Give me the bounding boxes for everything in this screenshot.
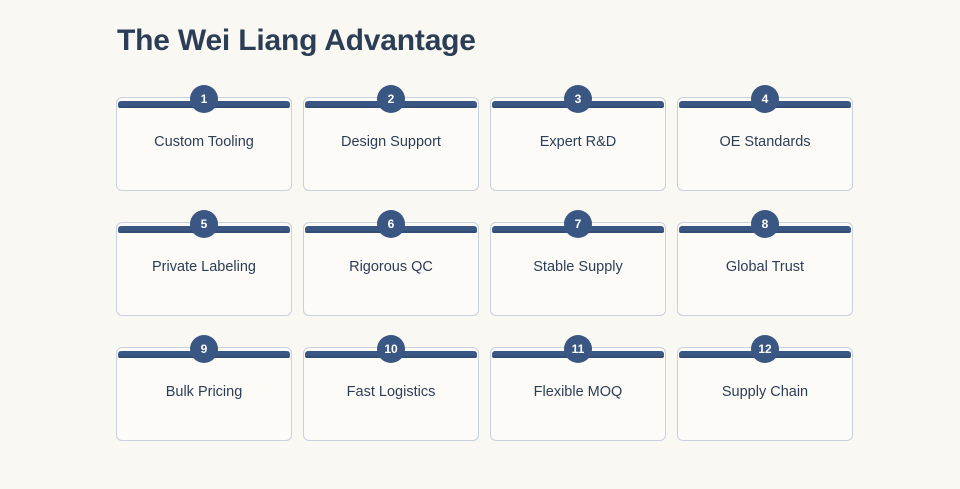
advantage-card[interactable]: 3 Expert R&D [490, 85, 666, 191]
advantage-card[interactable]: 10 Fast Logistics [303, 335, 479, 441]
card-label: Rigorous QC [349, 259, 433, 275]
card-number-badge: 6 [377, 210, 405, 238]
card-number-badge: 3 [564, 85, 592, 113]
card-label: Stable Supply [533, 259, 623, 275]
page-title: The Wei Liang Advantage [117, 24, 476, 57]
card-label: Private Labeling [152, 259, 256, 275]
advantage-card[interactable]: 7 Stable Supply [490, 210, 666, 316]
card-number-badge: 1 [190, 85, 218, 113]
card-number-badge: 2 [377, 85, 405, 113]
advantage-card-grid: 1 Custom Tooling 2 Design Support 3 Expe… [116, 85, 853, 441]
card-number-badge: 12 [751, 335, 779, 363]
advantage-card[interactable]: 8 Global Trust [677, 210, 853, 316]
card-number-badge: 11 [564, 335, 592, 363]
advantage-card[interactable]: 1 Custom Tooling [116, 85, 292, 191]
card-number-badge: 7 [564, 210, 592, 238]
card-label: Fast Logistics [346, 384, 436, 400]
card-number-badge: 10 [377, 335, 405, 363]
advantage-card[interactable]: 6 Rigorous QC [303, 210, 479, 316]
card-label: OE Standards [719, 134, 811, 150]
advantage-card[interactable]: 2 Design Support [303, 85, 479, 191]
advantage-card[interactable]: 11 Flexible MOQ [490, 335, 666, 441]
advantage-card[interactable]: 12 Supply Chain [677, 335, 853, 441]
card-number-badge: 4 [751, 85, 779, 113]
card-label: Design Support [341, 134, 441, 150]
card-label: Custom Tooling [154, 134, 254, 150]
advantage-card[interactable]: 5 Private Labeling [116, 210, 292, 316]
card-label: Bulk Pricing [165, 384, 243, 400]
card-label: Expert R&D [539, 134, 617, 150]
card-label: Global Trust [725, 259, 805, 275]
card-number-badge: 8 [751, 210, 779, 238]
card-number-badge: 5 [190, 210, 218, 238]
advantage-card[interactable]: 4 OE Standards [677, 85, 853, 191]
card-number-badge: 9 [190, 335, 218, 363]
card-label: Supply Chain [721, 384, 809, 400]
advantage-card[interactable]: 9 Bulk Pricing [116, 335, 292, 441]
card-label: Flexible MOQ [533, 384, 623, 400]
